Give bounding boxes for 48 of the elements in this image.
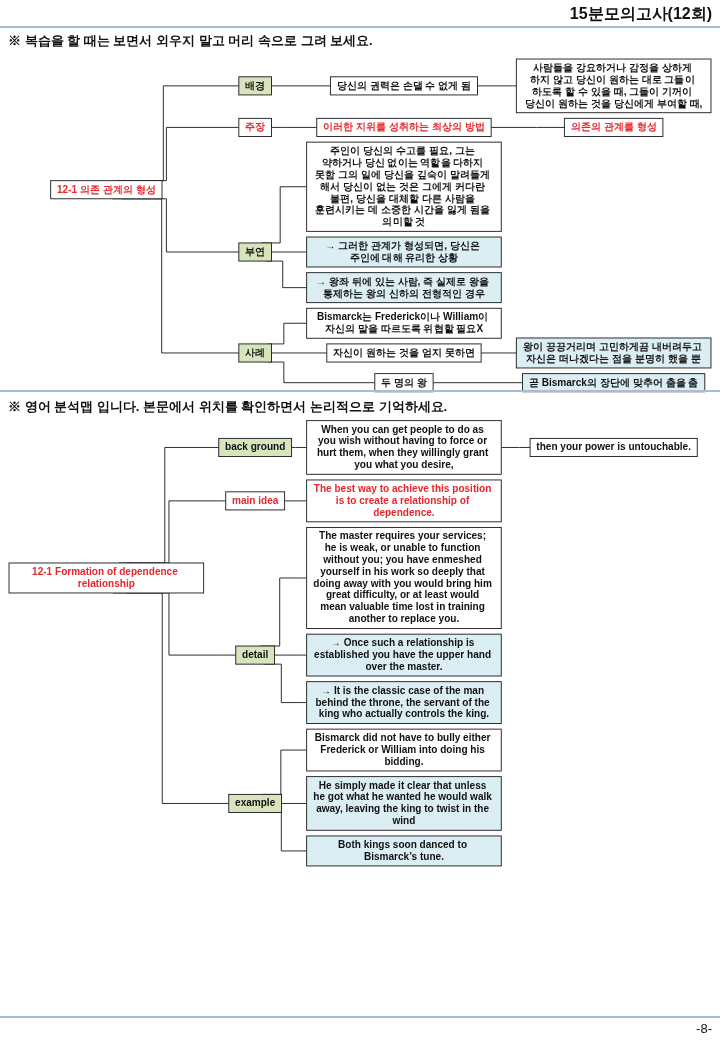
connector (281, 803, 308, 804)
instruction-note: ※ 영어 분석맵 입니다. 본문에서 위치를 확인하면서 논리적으로 기억하세요. (8, 398, 448, 417)
node-box: 주장 (238, 117, 272, 137)
node-box: The best way to achieve this position is to create a relationship of dependence. (306, 479, 502, 523)
node-box: 주인이 당신의 수고를 필요, 그는 약하거나 당신 없이는 역할을 다하지 못함 그의 일에 당신을 깊숙이 말려들게 해서 당신이 없는 것은 그에게 커다란 불편, 당신을 대체할 다른 사람을 훈련시키는 데 소중한 시간을 잃게 됨을 의미할 것 (306, 141, 502, 232)
node-box: 사람들을 강요하거나 감정을 상하게 하지 않고 당신이 원하는 대로 그들이 하도록 할 수 있을 때, 그들이 기꺼이 당신이 원하는 것을 당신에게 부여할 때, (515, 58, 712, 114)
node-box: 당신의 권력은 손댈 수 없게 됨 (329, 76, 478, 96)
node-box: 사례 (238, 343, 272, 363)
node-box: 배경 (238, 76, 272, 96)
node-box: The master requires your services; he is weak, or unable to function without you; you have enmeshed yourself in his work so deeply that doing away with you would bring him great difficulty, or at least would mean valuable time lost in training another to replace you. (306, 526, 502, 629)
node-box: 12-1 Formation of dependence relationship (8, 562, 205, 594)
node-box: 12-1 의존 관계의 형성 (50, 180, 163, 200)
connector (500, 447, 531, 448)
node-box: back ground (218, 437, 293, 457)
connector (284, 500, 308, 502)
node-box: → It is the classic case of the man behind the throne, the servant of the king who actually controls the king. (306, 681, 502, 724)
connector (291, 447, 308, 448)
connector (271, 251, 308, 253)
node-box: 두 명의 왕 (374, 373, 434, 393)
node-box: example (228, 793, 282, 813)
node-box: 이러한 지위를 성취하는 최상의 방법 (316, 117, 492, 137)
node-box: Bismarck는 Frederick이나 William이 자신의 말을 따르도록 위협할 필요X (306, 307, 502, 339)
node-box: 의존의 관계를 형성 (563, 117, 664, 137)
node-box: Both kings soon danced to Bismarck’s tune. (306, 835, 502, 867)
connector (480, 352, 517, 354)
connector (490, 126, 565, 128)
node-box: main idea (225, 491, 286, 511)
node-box: He simply made it clear that unless he got what he wanted he would walk away, leaving the king to twist in the wind (306, 776, 502, 831)
connector (271, 126, 318, 128)
node-box: → 왕좌 뒤에 있는 사람, 즉 실제로 왕을 통제하는 왕의 신하의 전형적인 경우 (306, 272, 502, 304)
node-box: Bismarck did not have to bully either Frederick or William into doing his bidding. (306, 728, 502, 772)
node-box: detail (235, 645, 276, 665)
node-box: then your power is untouchable. (529, 437, 698, 457)
header-title: 15분모의고사(12회) (569, 4, 712, 24)
connector (271, 352, 328, 354)
node-box: 자신이 원하는 것을 얻지 못하면 (326, 343, 482, 363)
instruction-note: ※ 복습을 할 때는 보면서 외우지 말고 머리 속으로 그려 보세요. (8, 32, 373, 50)
connector (432, 382, 523, 384)
connector (271, 85, 331, 87)
node-box: 부연 (238, 242, 272, 262)
node-box: When you can get people to do as you wish without having to force or hurt them, when they willingly grant you what you desire, (306, 420, 502, 475)
page-number: -8- (696, 1021, 712, 1036)
node-box: → 그러한 관계가 형성되면, 당신은 주인에 대해 유리한 상황 (306, 236, 502, 268)
node-box: → Once such a relationship is established you have the upper hand over the master. (306, 633, 502, 677)
node-box: 곧 Bismarck의 장단에 맞추어 춤을 춤 (522, 373, 706, 393)
node-box: 왕이 끙끙거리며 고민하게끔 내버려두고 자신은 떠나겠다는 점을 분명히 했을 뿐 (515, 337, 712, 369)
connector (477, 85, 517, 87)
connector (274, 654, 308, 656)
